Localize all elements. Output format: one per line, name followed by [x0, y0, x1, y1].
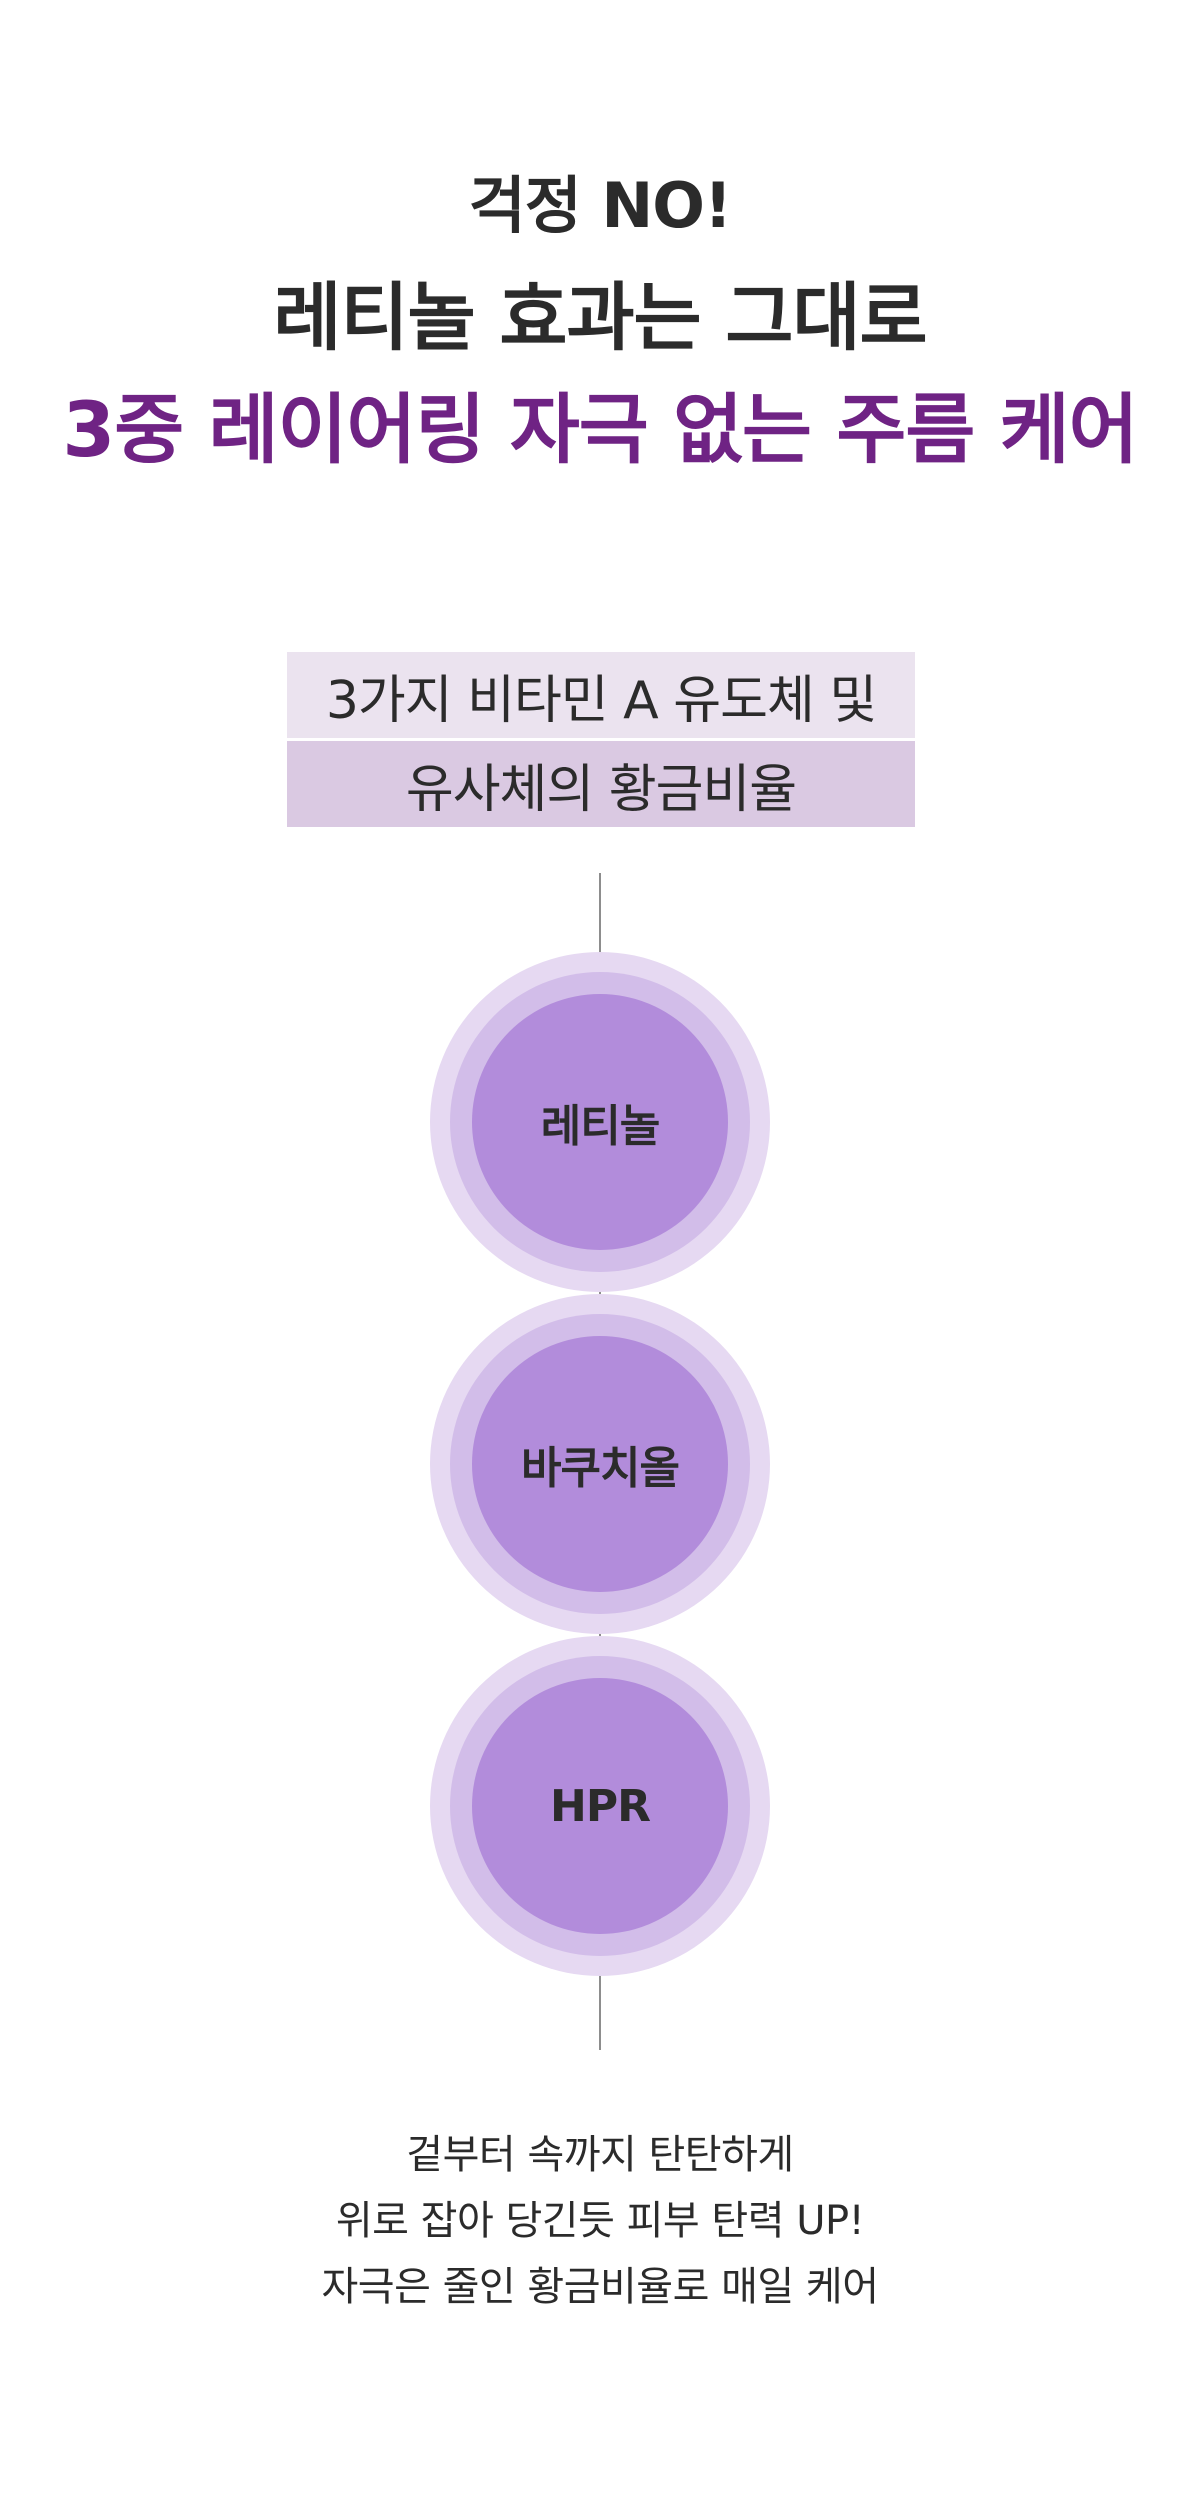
description-line-3: 자극은 줄인 황금비율로 매일 케어: [321, 2264, 879, 2310]
ingredient-circle-bakuchiol: 바쿠치올: [430, 1294, 770, 1634]
headline-line-1: 걱정 NO!: [468, 169, 733, 242]
ingredient-label: HPR: [472, 1678, 728, 1934]
ingredient-circle-hpr: HPR: [430, 1636, 770, 1976]
description-line-2: 위로 잡아 당긴듯 피부 탄력 UP!: [335, 2198, 865, 2244]
headline-line-2: 레티놀 효과는 그대로: [273, 275, 927, 361]
ingredient-circle-retinol: 레티놀: [430, 952, 770, 1292]
ingredient-label: 바쿠치올: [472, 1336, 728, 1592]
ratio-label-top: 3가지 비타민 A 유도체 및: [287, 652, 915, 738]
description-line-1: 겉부터 속까지 탄탄하게: [406, 2132, 794, 2178]
headline-line-3: 3중 레이어링 자극 없는 주름 케어: [62, 385, 1138, 474]
ratio-label-bottom: 유사체의 황금비율: [287, 741, 915, 827]
ingredient-label: 레티놀: [472, 994, 728, 1250]
